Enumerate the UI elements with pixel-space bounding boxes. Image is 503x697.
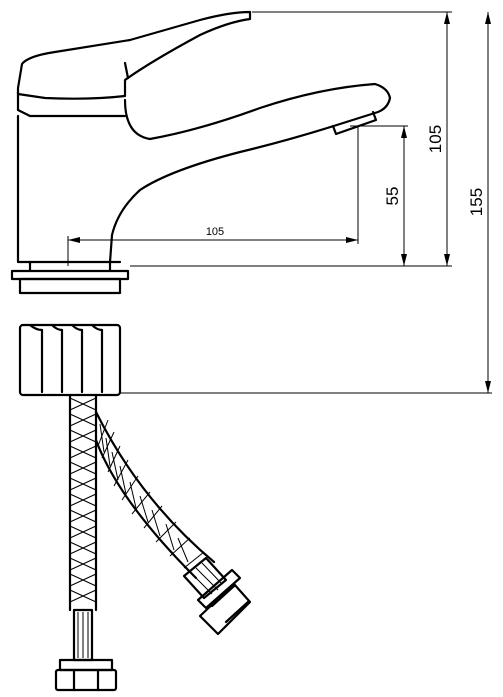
flexible-hose-curved (94, 410, 228, 600)
dimension-label-overall-height: 155 (467, 188, 486, 216)
faucet-base-collar (10, 260, 130, 295)
dimension-label-outlet-height: 55 (383, 187, 402, 206)
flexible-hose-straight (68, 394, 98, 662)
hose-fitting-left (54, 658, 118, 692)
mounting-nut (18, 323, 122, 397)
faucet-lever-handle (16, 10, 252, 100)
faucet-body-and-spout (16, 82, 392, 264)
hose-fitting-right (196, 568, 252, 636)
dimension-label-spout-top-height: 105 (426, 125, 445, 153)
dimension-lines (67, 11, 492, 394)
dimension-label-spout-reach: 105 (206, 226, 224, 238)
